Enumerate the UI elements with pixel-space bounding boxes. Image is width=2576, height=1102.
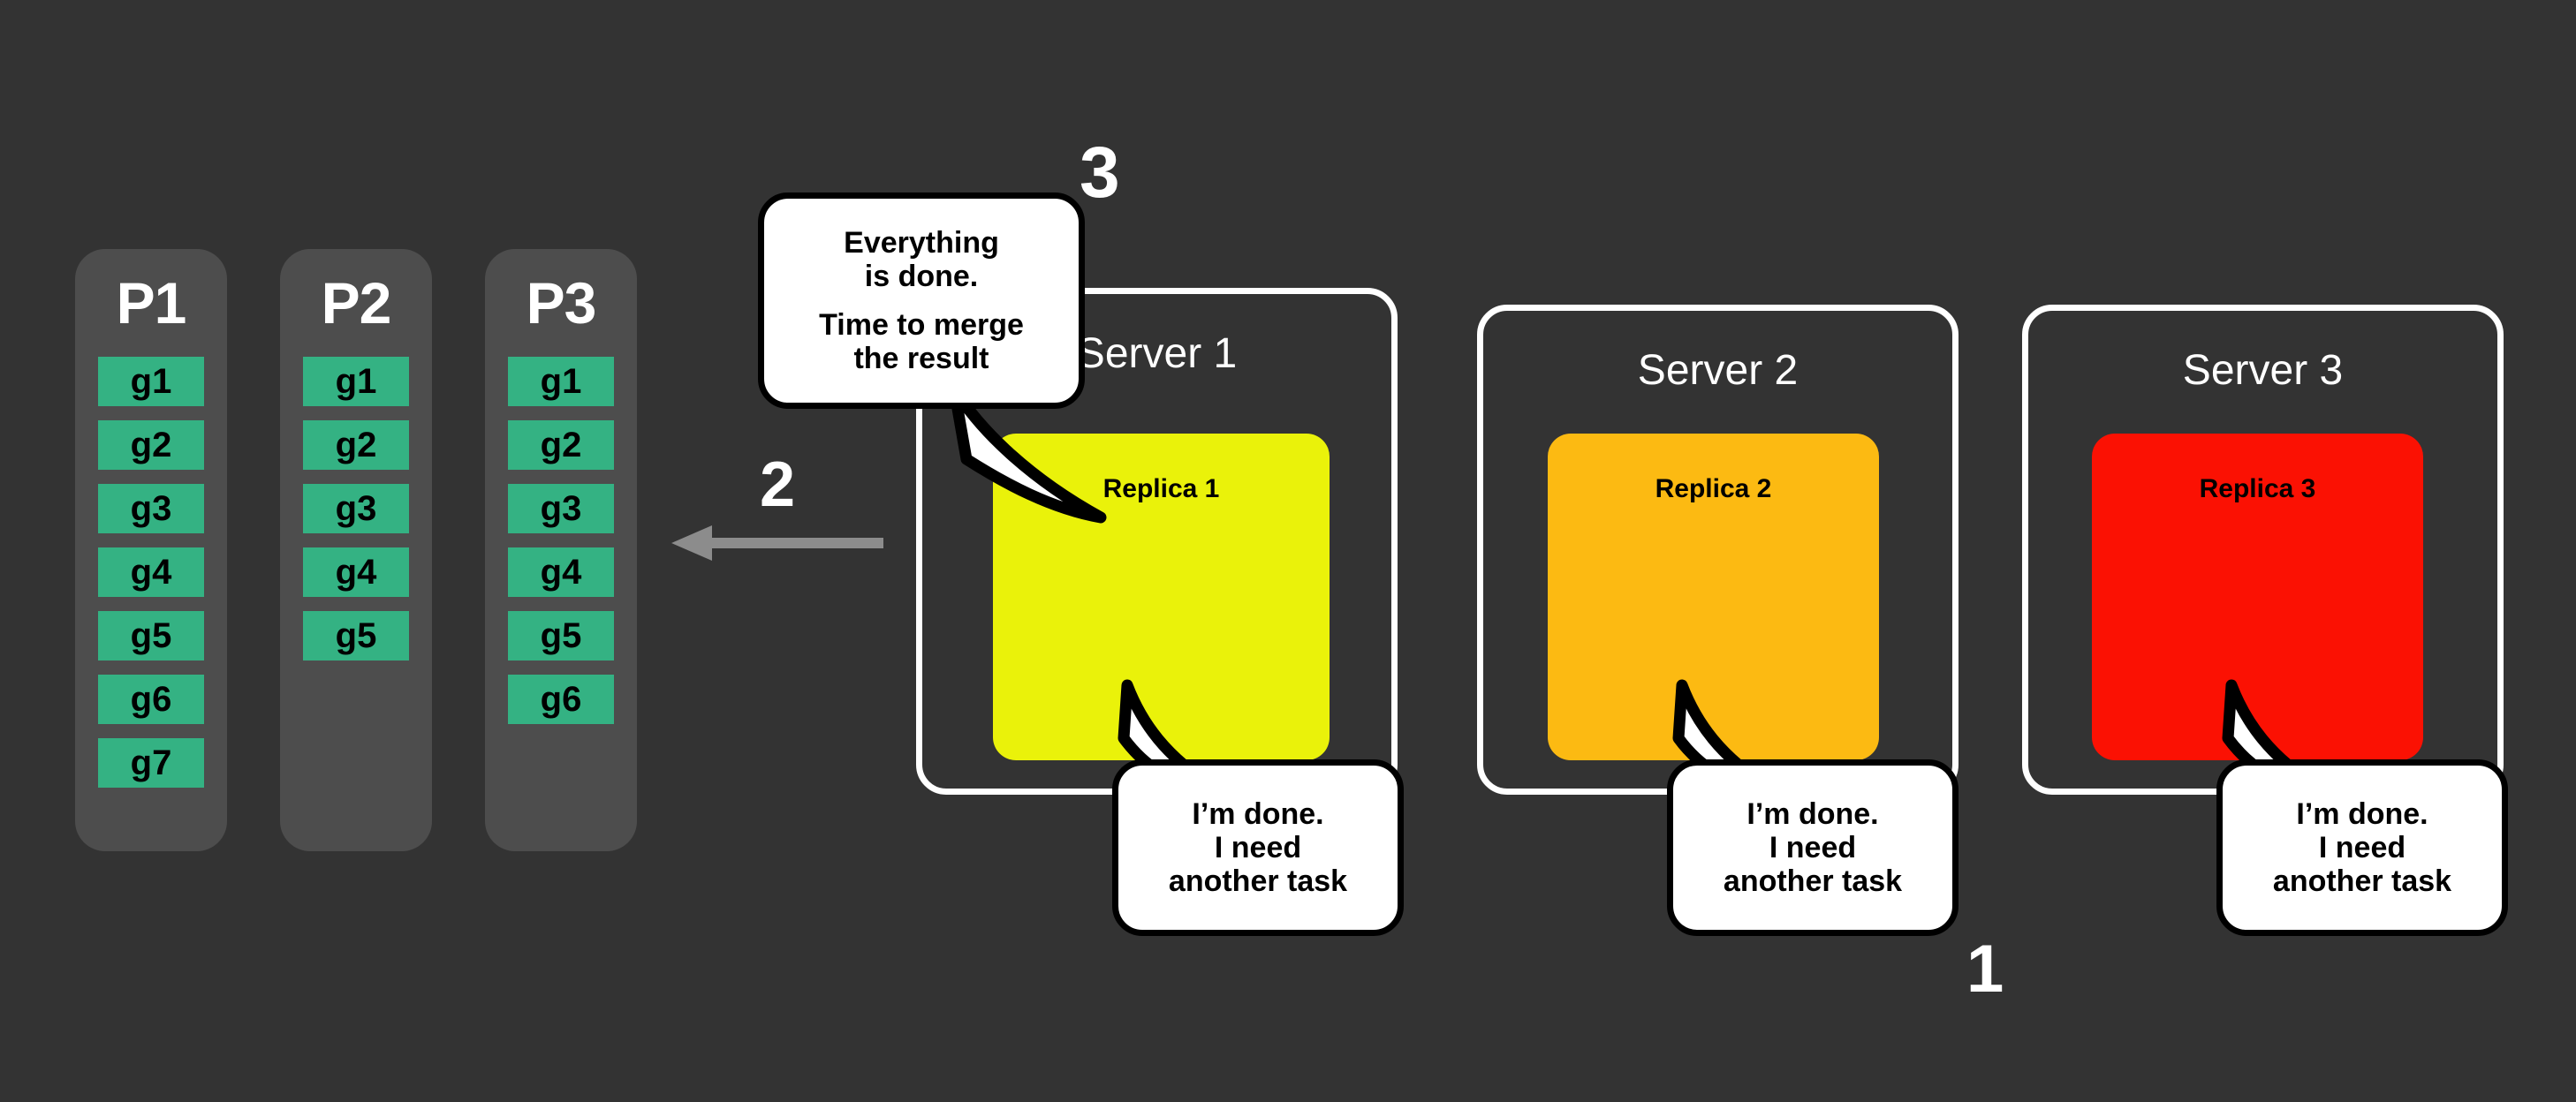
merge-line-1: Everything bbox=[844, 226, 999, 260]
done-line-2: I need bbox=[1214, 830, 1302, 864]
done-line-2: I need bbox=[2318, 830, 2406, 864]
done-line-3: another task bbox=[1168, 864, 1348, 899]
group-block: g3 bbox=[303, 484, 409, 533]
done-speech-bubble-2: I’m done. I need another task bbox=[1667, 759, 1959, 936]
partition-column-p3: P3 g1 g2 g3 g4 g5 g6 bbox=[485, 249, 637, 851]
group-block: g5 bbox=[508, 611, 614, 660]
group-block: g6 bbox=[98, 675, 204, 724]
group-block: g2 bbox=[98, 420, 204, 470]
group-stack: g1 g2 g3 g4 g5 g6 bbox=[508, 357, 614, 738]
partition-title: P1 bbox=[116, 270, 187, 336]
group-block: g2 bbox=[508, 420, 614, 470]
done-line-2: I need bbox=[1769, 830, 1857, 864]
group-stack: g1 g2 g3 g4 g5 g6 g7 bbox=[98, 357, 204, 802]
group-block: g1 bbox=[508, 357, 614, 406]
server-title: Server 2 bbox=[1637, 347, 1799, 394]
done-speech-bubble-1: I’m done. I need another task bbox=[1112, 759, 1404, 936]
group-block: g4 bbox=[303, 547, 409, 597]
partition-column-p2: P2 g1 g2 g3 g4 g5 bbox=[280, 249, 432, 851]
group-block: g3 bbox=[98, 484, 204, 533]
replica-box-2: Replica 2 bbox=[1548, 434, 1879, 760]
group-block: g5 bbox=[98, 611, 204, 660]
done-line-3: another task bbox=[2272, 864, 2452, 899]
arrow-head-icon bbox=[671, 525, 712, 561]
server-title: Server 1 bbox=[1076, 330, 1238, 377]
group-block: g3 bbox=[508, 484, 614, 533]
done-line-1: I’m done. bbox=[1192, 796, 1324, 831]
done-line-1: I’m done. bbox=[2296, 796, 2428, 831]
group-block: g7 bbox=[98, 738, 204, 788]
group-stack: g1 g2 g3 g4 g5 bbox=[303, 357, 409, 675]
group-block: g1 bbox=[303, 357, 409, 406]
group-block: g1 bbox=[98, 357, 204, 406]
replica-box-3: Replica 3 bbox=[2092, 434, 2423, 760]
done-line-3: another task bbox=[1723, 864, 1903, 899]
replica-label: Replica 3 bbox=[2199, 474, 2316, 503]
group-block: g5 bbox=[303, 611, 409, 660]
done-speech-bubble-3: I’m done. I need another task bbox=[2216, 759, 2508, 936]
merge-line-3: Time to merge bbox=[819, 307, 1024, 342]
step-number-2: 2 bbox=[760, 449, 796, 520]
replica-label: Replica 1 bbox=[1102, 474, 1220, 503]
arrow-shaft bbox=[708, 538, 883, 548]
partition-title: P2 bbox=[321, 270, 392, 336]
group-block: g4 bbox=[508, 547, 614, 597]
merge-speech-bubble: Everything is done. Time to merge the re… bbox=[758, 192, 1085, 409]
merge-line-2: is done. bbox=[864, 260, 979, 294]
merge-bubble-tail bbox=[948, 382, 1107, 524]
group-block: g6 bbox=[508, 675, 614, 724]
step-number-3: 3 bbox=[1080, 132, 1120, 213]
merge-arrow bbox=[671, 525, 883, 561]
done-line-1: I’m done. bbox=[1746, 796, 1879, 831]
merge-line-4: the result bbox=[853, 341, 989, 375]
replica-label: Replica 2 bbox=[1655, 474, 1772, 503]
step-number-1: 1 bbox=[1966, 932, 2004, 1007]
server-title: Server 3 bbox=[2182, 347, 2344, 394]
group-block: g4 bbox=[98, 547, 204, 597]
partition-title: P3 bbox=[526, 270, 597, 336]
partition-column-p1: P1 g1 g2 g3 g4 g5 g6 g7 bbox=[75, 249, 227, 851]
group-block: g2 bbox=[303, 420, 409, 470]
